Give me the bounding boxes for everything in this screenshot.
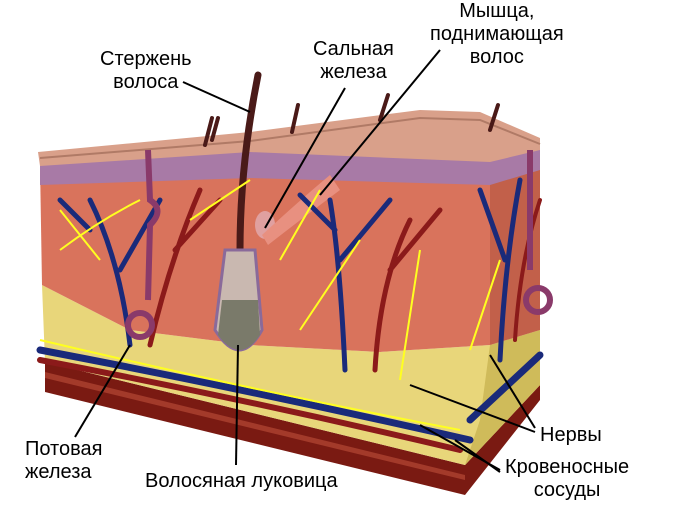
- label-nerves: Нервы: [540, 424, 602, 446]
- epidermis-line: [39, 116, 541, 159]
- label-hair-bulb: Волосяная луковица: [145, 470, 338, 492]
- sweat-glands: [125, 149, 553, 340]
- label-line: Потовая: [25, 438, 103, 460]
- pointer-lines: [74, 49, 536, 473]
- papillary-layer: [40, 145, 540, 185]
- label-arrector-muscle: Мышца, поднимающая волос: [430, 0, 564, 69]
- base-stripes: [45, 372, 465, 480]
- label-line: Кровеносные: [505, 456, 630, 478]
- label-line: поднимающая: [430, 23, 564, 45]
- epidermis-layer: [38, 110, 540, 166]
- label-sweat-gland: Потовая железа: [25, 438, 102, 484]
- hypodermis-layer: [42, 285, 540, 465]
- hair-bulb: [218, 300, 260, 350]
- label-line: Стержень: [100, 48, 192, 70]
- label-hair-shaft: Стержень волоса: [100, 48, 192, 94]
- label-line: сосуды: [533, 479, 601, 501]
- label-line: волоса: [113, 71, 179, 93]
- label-blood-vessels: Кровеносные сосуды: [505, 456, 629, 502]
- label-line: Мышца,: [459, 0, 535, 22]
- blood-vessels: [36, 177, 544, 453]
- label-line: Сальная: [313, 38, 394, 60]
- hairs: [203, 71, 500, 254]
- label-sebaceous-gland: Сальная железа: [313, 38, 394, 84]
- arrector-muscle: [262, 175, 340, 245]
- base-layer: [45, 362, 540, 495]
- hypodermis-side: [465, 330, 540, 465]
- label-line: железа: [25, 461, 92, 483]
- label-line: железа: [320, 61, 387, 83]
- nerves: [39, 179, 501, 431]
- label-line: волос: [469, 46, 524, 68]
